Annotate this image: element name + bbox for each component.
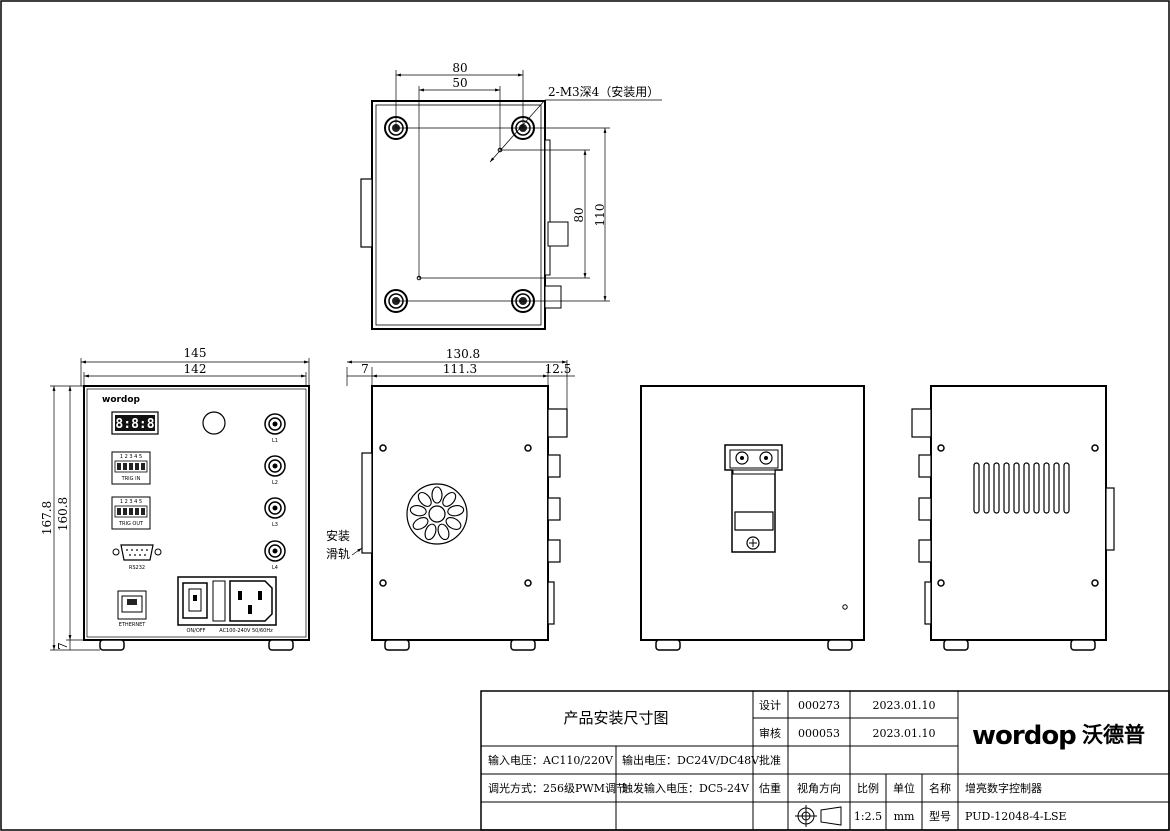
dim-side-130: 130.8: [446, 347, 480, 361]
unit-value: mm: [894, 810, 915, 823]
drawing-title: 产品安装尺寸图: [563, 709, 668, 727]
dim-side-7: 7: [361, 362, 369, 376]
output-l2: L2: [272, 480, 278, 486]
rs232-port-icon: [112, 544, 162, 561]
rail-label-2: 滑轨: [326, 547, 350, 561]
dim-side-12: 12.5: [545, 362, 572, 376]
power-module: [177, 576, 277, 626]
scale-value: 1:2.5: [854, 810, 882, 823]
review-code: 000053: [798, 727, 840, 740]
dim-top-50: 50: [452, 76, 467, 90]
fan-grille-icon: [406, 483, 468, 545]
dim-front-142: 142: [184, 362, 207, 376]
output-l4: L4: [272, 565, 278, 571]
dim-top-110: 110: [593, 204, 607, 227]
weight-label: 估重: [759, 781, 781, 795]
output-l3: L3: [272, 522, 278, 528]
input-voltage: 输入电压：AC110/220V: [488, 753, 614, 767]
model-value: PUD-12048-4-LSE: [965, 810, 1067, 823]
dimming-mode: 调光方式：256级PWM调节: [488, 781, 627, 795]
dim-front-167: 167.8: [40, 501, 54, 535]
knob-icon: [202, 411, 226, 435]
company-logo: wordop 沃德普: [972, 721, 1145, 751]
power-spec-label: AC100-240V 50/60Hz: [219, 628, 273, 634]
mount-hole-note: 2-M3深4（安装用）: [548, 84, 659, 99]
review-date: 2023.01.10: [873, 727, 936, 740]
side-view-left: 130.8 111.3 7 12.5 安装 滑轨: [326, 347, 575, 651]
name-value: 增亮数字控制器: [965, 781, 1042, 795]
design-code: 000273: [798, 699, 840, 712]
logo-latin: wordop: [972, 721, 1076, 751]
top-view: 80 50 2-M3深4（安装用） 110 80: [360, 61, 662, 330]
dim-front-145: 145: [184, 346, 207, 360]
rail-label-1: 安装: [326, 528, 350, 543]
name-label: 名称: [929, 781, 951, 795]
svg-text:1 2 3 4 5: 1 2 3 4 5: [120, 499, 142, 505]
trigger-voltage: 触发输入电压：DC5-24V: [622, 781, 750, 795]
output-l1: L1: [272, 438, 278, 444]
rear-view: [640, 385, 865, 651]
unit-label: 单位: [893, 781, 915, 795]
din-rail-clip-icon: [724, 444, 783, 553]
view-label: 视角方向: [797, 781, 841, 795]
logo-cn: 沃德普: [1082, 723, 1145, 747]
output-connectors: [264, 413, 286, 562]
side-view-right: [911, 385, 1115, 651]
front-brand: wordop: [102, 395, 141, 405]
output-voltage: 输出电压：DC24V/DC48V: [622, 753, 760, 767]
projection-symbol-icon: [795, 805, 842, 827]
design-label: 设计: [759, 699, 781, 712]
ethernet-port-icon: [117, 590, 147, 620]
scale-label: 比例: [857, 781, 879, 795]
approve-label: 批准: [759, 753, 781, 767]
review-label: 审核: [759, 726, 781, 740]
fuse-holder-icon: [212, 580, 226, 622]
title-block: [480, 690, 1170, 831]
design-date: 2023.01.10: [873, 699, 936, 712]
display-digits: 8:8:8: [115, 417, 154, 432]
ethernet-label: ETHERNET: [119, 622, 147, 628]
iec-inlet-icon: [229, 580, 273, 622]
onoff-label: ON/OFF: [186, 628, 205, 634]
trig-in-label: TRIG IN: [121, 476, 141, 482]
dim-top-80v: 80: [572, 207, 586, 222]
vent-slots-icon: [973, 462, 1070, 514]
dim-front-160: 160.8: [56, 497, 70, 531]
model-label: 型号: [929, 809, 951, 823]
dim-front-7: 7: [56, 642, 70, 650]
svg-text:1 2 3 4 5: 1 2 3 4 5: [120, 454, 142, 460]
dim-side-111: 111.3: [443, 362, 477, 376]
rs232-label: RS232: [129, 565, 145, 571]
dim-top-80: 80: [452, 61, 467, 75]
front-view: wordop 8:8:8 1 2 3 4 5 TRIG IN 1 2 3 4 5…: [40, 346, 310, 651]
trig-out-label: TRIG OUT: [118, 521, 144, 527]
